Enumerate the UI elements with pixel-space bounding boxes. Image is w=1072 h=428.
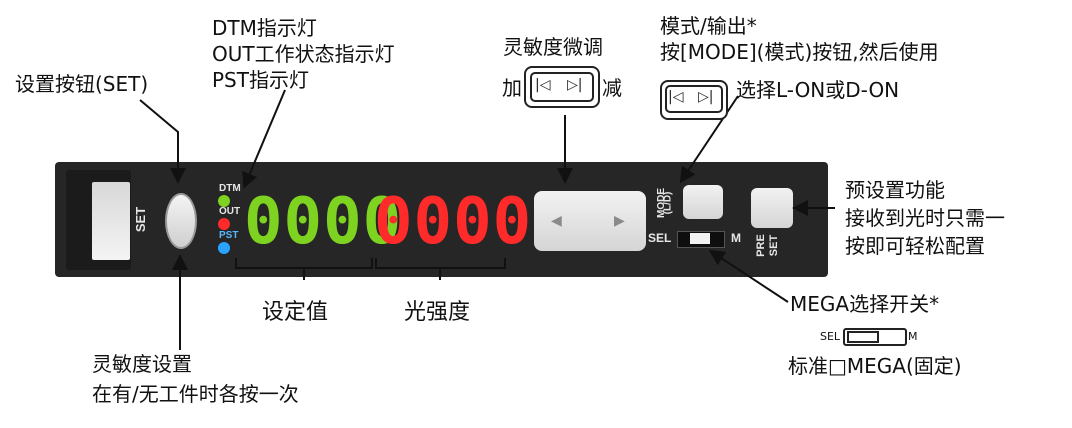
set-value-display: 0000 xyxy=(244,185,403,259)
mode-button[interactable] xyxy=(683,185,723,219)
preset-label-line2: 接收到光时只需一 xyxy=(845,206,1005,230)
jog-legend-inner xyxy=(530,72,594,102)
jog-legend-right-icon: ▷| xyxy=(567,77,583,93)
out-led-label: OUT xyxy=(219,206,241,217)
mode-legend-left-icon: |◁ xyxy=(668,89,684,105)
mode-instruction-line2: 选择L-ON或D-ON xyxy=(736,78,900,102)
jog-left-icon: ◀ xyxy=(551,213,562,229)
preset-button[interactable] xyxy=(751,188,793,228)
set-button-callout xyxy=(139,99,186,184)
mode-legend-inner xyxy=(665,85,723,113)
sens-setting-line1: 灵敏度设置 xyxy=(92,352,192,376)
set-button-label: 设置按钮(SET) xyxy=(15,72,149,96)
mega-callout xyxy=(708,249,789,303)
add-label: 加 xyxy=(502,76,522,100)
dtm-led xyxy=(218,195,230,207)
sensitivity-jog-button[interactable] xyxy=(534,191,646,251)
mega-switch-label: MEGA选择开关* xyxy=(790,292,940,316)
dtm-led-label: DTM xyxy=(219,183,241,194)
mega-standard-label: 标准□MEGA(固定) xyxy=(788,354,962,378)
mode-output-label: 模式/输出* xyxy=(660,14,757,38)
cable-cap-cover xyxy=(92,182,130,260)
device-sel-label: SEL xyxy=(648,231,672,245)
mega-legend-sel: SEL xyxy=(820,330,841,343)
jog-right-icon: ▶ xyxy=(614,213,625,229)
preset-label-line1: 预设置功能 xyxy=(845,178,945,202)
device-m-label: M xyxy=(731,231,741,245)
mode-callout xyxy=(679,95,739,184)
pst-indicator-label: PST指示灯 xyxy=(212,68,309,92)
pst-led xyxy=(218,242,230,254)
sensitivity-fine-label: 灵敏度微调 xyxy=(503,35,603,59)
mode-legend-right-icon: ▷| xyxy=(698,89,714,105)
pst-led-label: PST xyxy=(219,230,239,241)
out-indicator-label: OUT工作状态指示灯 xyxy=(212,42,395,66)
set-value-bracket xyxy=(235,258,373,269)
mega-legend-knob xyxy=(847,331,879,343)
out-led xyxy=(218,218,230,230)
mega-legend-m: M xyxy=(908,330,918,343)
indicator-callout xyxy=(242,89,286,189)
preset-label-line3: 按即可轻松配置 xyxy=(845,234,985,258)
dtm-indicator-label: DTM指示灯 xyxy=(212,16,317,40)
mega-switch-knob[interactable] xyxy=(690,233,710,244)
light-intensity-label: 光强度 xyxy=(404,300,471,325)
light-intensity-display: 0000 xyxy=(374,185,533,259)
mode-instruction-line1: 按[MODE](模式)按钮,然后使用 xyxy=(660,40,939,64)
jog-legend-left-icon: |◁ xyxy=(535,77,551,93)
light-intensity-bracket xyxy=(375,258,506,269)
set-value-label: 设定值 xyxy=(262,300,329,325)
set-button[interactable] xyxy=(165,193,197,249)
sens-setting-line2: 在有/无工件时各按一次 xyxy=(92,382,299,406)
subtract-label: 减 xyxy=(602,76,622,100)
